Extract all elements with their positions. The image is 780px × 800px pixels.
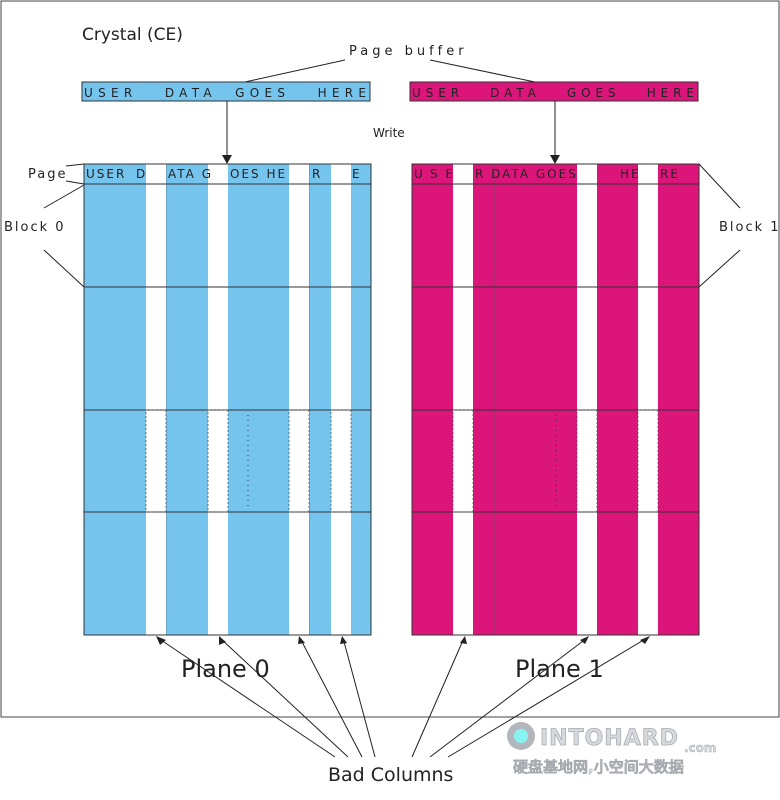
page-buffer-pointer-left	[244, 59, 346, 83]
bad-column	[577, 164, 597, 635]
block-0-leader-top	[43, 184, 85, 209]
plane-1-name: Plane 1	[515, 655, 604, 683]
bad-column	[289, 164, 309, 635]
page-buffer-bar	[409, 81, 699, 102]
plane-0-name: Plane 0	[181, 655, 270, 683]
page-text-segment: ATA G	[168, 167, 213, 181]
page-label: Page	[28, 167, 67, 182]
write-arrowhead-plane-1	[550, 155, 560, 164]
watermark-suffix: .com	[684, 741, 716, 755]
bad-columns-label: Bad Columns	[328, 764, 453, 786]
bad-column	[331, 164, 351, 635]
page-buffer-label: Page buffer	[349, 44, 468, 59]
watermark: INTOHARD .com 硬盘基地网,小空间大数据	[507, 722, 717, 776]
watermark-logo-dot	[514, 729, 528, 743]
crystal-frame	[0, 0, 780, 718]
page-text-segment: E	[352, 167, 362, 181]
page-text-segment: USER	[86, 167, 126, 181]
page-leader-top	[65, 163, 85, 167]
bad-column	[208, 164, 228, 635]
plane-0: USER D ATA G OES HE R E	[83, 163, 372, 636]
page-text-segment: S E	[430, 167, 455, 181]
page-text-segment: D	[136, 167, 147, 181]
page-text-segment: R	[312, 167, 322, 181]
block-1-leader-bottom	[698, 249, 741, 288]
page-text-segment: R DATA GOES	[475, 167, 578, 181]
watermark-brand: INTOHARD	[540, 726, 679, 751]
block-0-label: Block 0	[4, 220, 66, 235]
page-buffer-bar	[81, 81, 371, 102]
plane-1: U S E R DATA GOES HE RE	[411, 163, 700, 636]
page-buffer-pointer-right	[429, 59, 536, 83]
bad-column-arrows	[157, 637, 648, 758]
bad-column	[453, 164, 473, 635]
page-leader-bottom	[65, 180, 85, 185]
block-1-leader-top	[698, 163, 741, 209]
write-label: Write	[373, 126, 405, 140]
block-0-leader-bottom	[43, 249, 85, 288]
page-text-segment: RE	[660, 167, 680, 181]
page-buffer-plane-1: USER DATA GOES HERE	[409, 81, 699, 102]
watermark-subtitle: 硬盘基地网,小空间大数据	[513, 758, 684, 776]
page-buffer-text: USER DATA GOES HERE	[412, 86, 696, 100]
page-text-segment: U	[414, 167, 425, 181]
write-arrowhead-plane-0	[222, 155, 232, 164]
page-text-segment: HE	[620, 167, 641, 181]
page-text-segment: OES HE	[230, 167, 287, 181]
bad-column-arrowheads	[156, 636, 650, 645]
page-buffer-plane-0: USER DATA GOES HERE	[81, 81, 371, 102]
bad-column	[146, 164, 166, 635]
bad-column	[638, 164, 658, 635]
page-buffer-text: USER DATA GOES HERE	[84, 86, 368, 100]
crystal-title: Crystal (CE)	[82, 25, 183, 45]
block-1-label: Block 1	[719, 220, 780, 235]
